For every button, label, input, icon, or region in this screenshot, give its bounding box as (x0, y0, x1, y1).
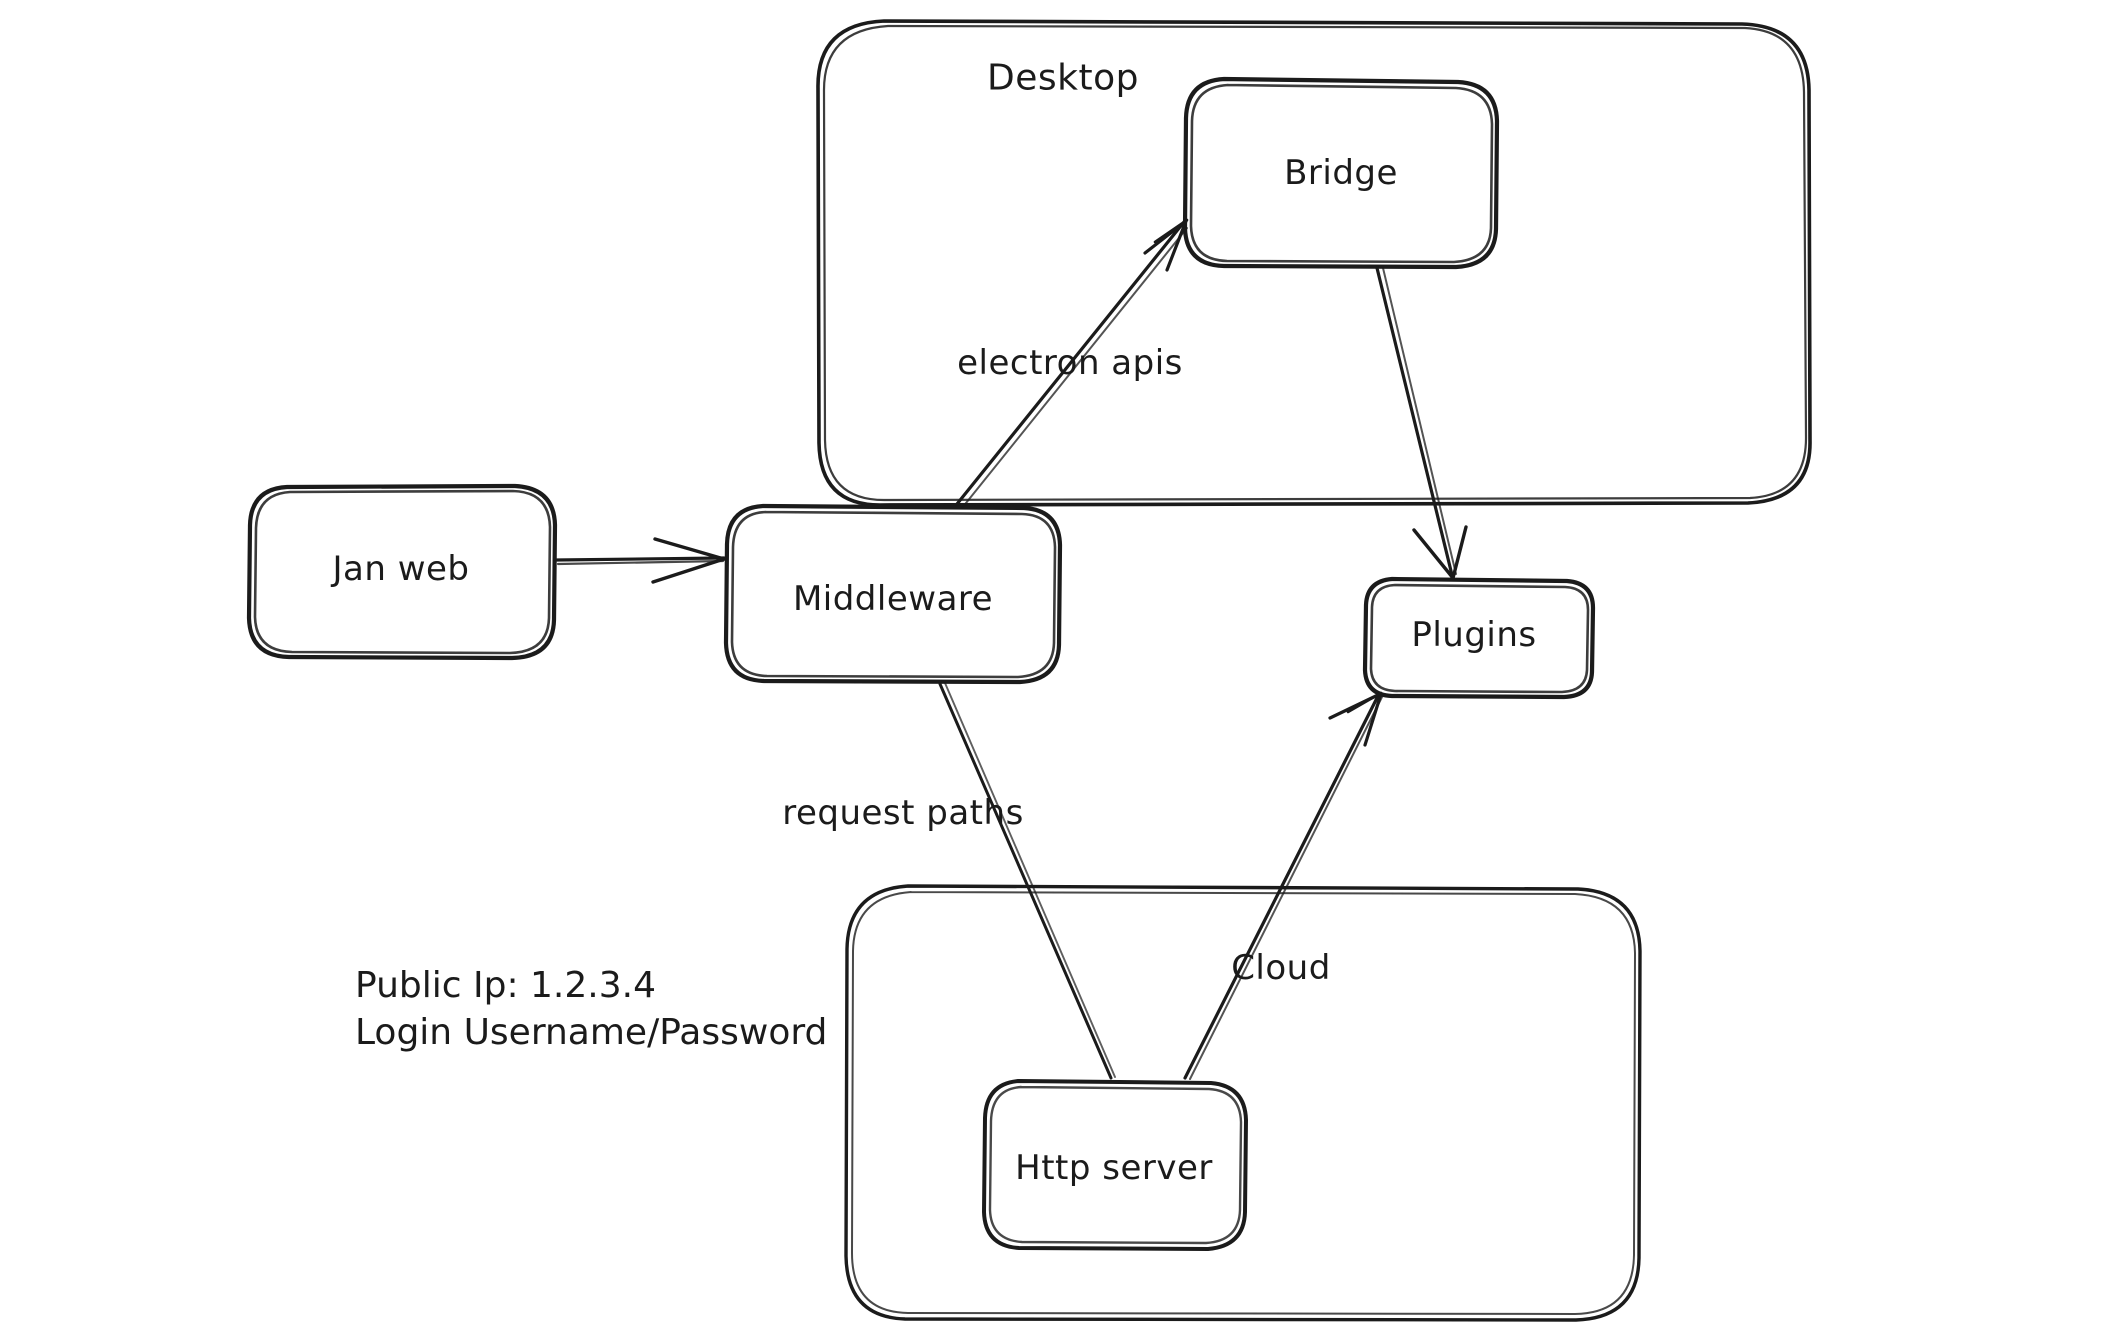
edge-label-electron-apis: electron apis (957, 343, 1183, 383)
node-jan-web-shape[interactable] (246, 483, 558, 661)
node-plugins-shape[interactable] (1362, 576, 1596, 700)
server-credentials-note: Public Ip: 1.2.3.4 Login Username/Passwo… (355, 963, 827, 1057)
container-cloud-shape[interactable] (844, 884, 1642, 1322)
edge-http-server-to-plugins[interactable] (1183, 691, 1384, 1080)
node-http-server-shape[interactable] (982, 1079, 1248, 1251)
node-middleware-shape[interactable] (723, 503, 1063, 685)
node-label-jan-web: Jan web (332, 549, 470, 589)
container-desktop-shape[interactable] (816, 19, 1812, 507)
node-label-http-server: Http server (1015, 1148, 1213, 1188)
node-label-middleware: Middleware (792, 579, 994, 619)
node-bridge-shape[interactable] (1182, 76, 1500, 270)
edge-jan-web-to-middleware[interactable] (555, 537, 726, 584)
edge-middleware-to-http-server[interactable] (938, 682, 1116, 1080)
edge-middleware-to-bridge[interactable] (955, 218, 1189, 509)
note-line-login: Login Username/Password (355, 1011, 828, 1053)
edge-bridge-to-plugins[interactable] (1375, 266, 1468, 580)
node-label-bridge: Bridge (1284, 153, 1398, 193)
container-label-desktop: Desktop (987, 57, 1139, 99)
node-label-plugins: Plugins (1411, 615, 1537, 655)
edge-label-request-paths: request paths (782, 793, 1024, 833)
note-line-public-ip: Public Ip: 1.2.3.4 (355, 965, 656, 1006)
container-label-cloud: Cloud (1231, 948, 1331, 988)
